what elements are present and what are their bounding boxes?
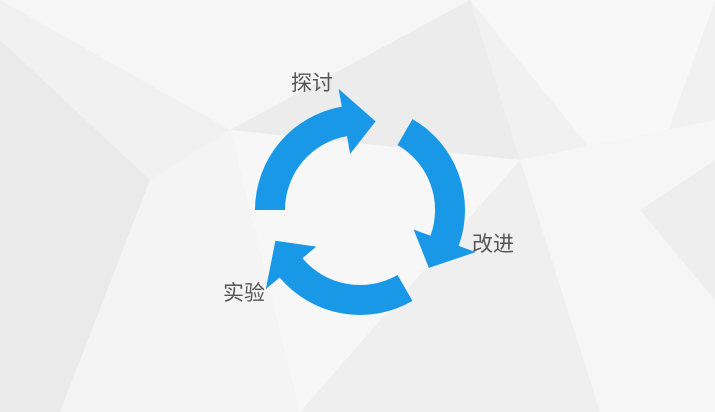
cycle-arrow-top-right — [397, 119, 476, 268]
step-label-experiment: 实验 — [223, 281, 265, 305]
cycle-arrow-bottom — [265, 240, 413, 315]
cycle-arrow-left — [255, 88, 376, 210]
step-label-improve: 改进 — [472, 232, 514, 256]
step-label-discuss: 探讨 — [291, 71, 333, 95]
